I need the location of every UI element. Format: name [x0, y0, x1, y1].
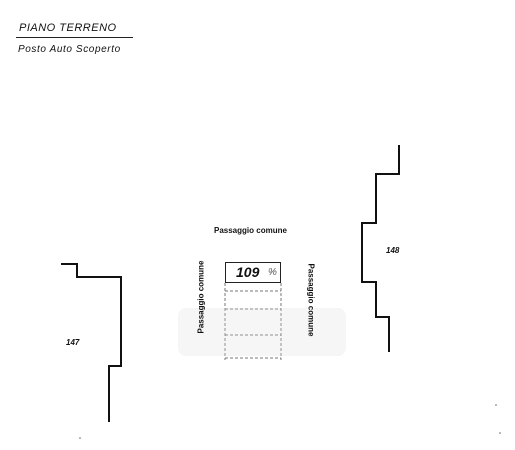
lot-label-147: 147 [66, 338, 80, 347]
parking-space-suffix: % [268, 267, 277, 278]
lot-label-148: 148 [386, 246, 400, 255]
passage-label-right: Passaggio comune [306, 263, 316, 337]
page-title: PIANO TERRENO [19, 22, 117, 34]
watermark [178, 308, 346, 356]
page-subtitle: Posto Auto Scoperto [18, 44, 121, 55]
boundary-lot-147 [61, 263, 122, 422]
parking-space-number: 109 [236, 264, 260, 280]
parking-space-stalls [224, 283, 282, 360]
passage-label-left: Passaggio comune [196, 260, 206, 334]
scan-speck [495, 404, 497, 406]
passage-label-top: Passaggio comune [214, 226, 287, 235]
boundary-lot-148 [361, 145, 400, 352]
scan-speck [79, 437, 81, 439]
parking-space-box [225, 262, 281, 283]
title-underline [16, 37, 133, 38]
scan-speck [499, 432, 501, 434]
